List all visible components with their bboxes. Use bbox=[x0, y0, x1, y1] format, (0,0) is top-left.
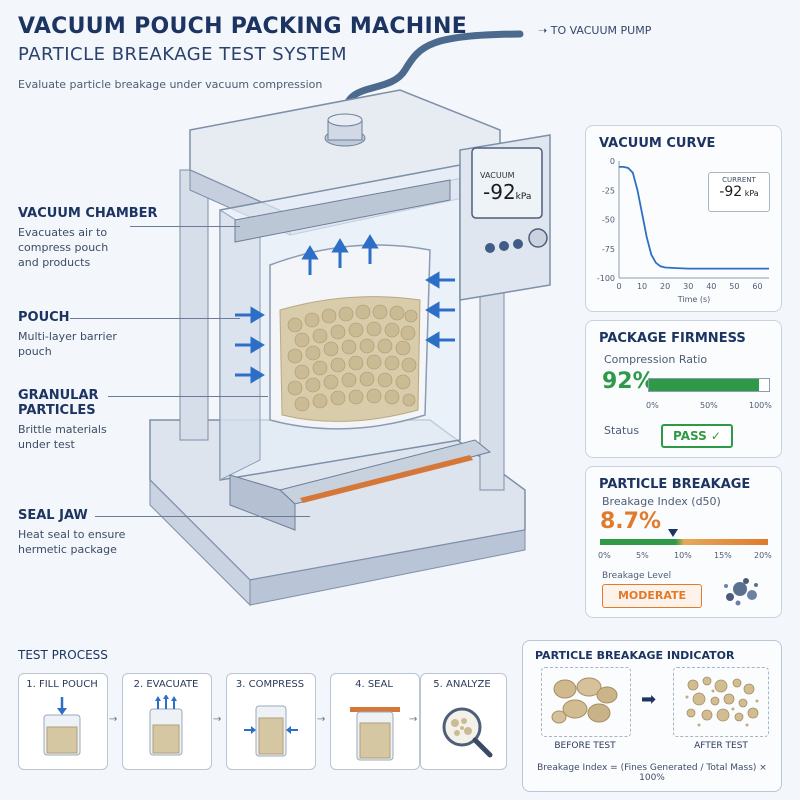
arrow-right-icon: → bbox=[213, 714, 222, 725]
status-badge: PASS ✓ bbox=[661, 424, 733, 448]
firmness-bar-fill bbox=[649, 379, 760, 391]
breakage-value: 8.7% bbox=[600, 509, 662, 534]
page-title: VACUUM POUCH PACKING MACHINE bbox=[18, 14, 468, 39]
after-test-box bbox=[673, 667, 769, 737]
current-vacuum-box: CURRENT -92 kPa bbox=[708, 172, 770, 212]
y-tick-label: -100 bbox=[597, 274, 615, 283]
callout-granular-particles: GRANULAR PARTICLES Brittle materials und… bbox=[18, 388, 107, 451]
y-tick-label: -75 bbox=[602, 245, 615, 254]
callout-line bbox=[108, 396, 268, 397]
callout-seal-jaw: SEAL JAW Heat seal to ensure hermetic pa… bbox=[18, 508, 126, 556]
x-tick-label: 30 bbox=[683, 282, 693, 291]
compress-icon bbox=[244, 705, 298, 757]
machine-illustration bbox=[149, 30, 551, 607]
callout-line bbox=[95, 516, 310, 517]
y-tick-label: -25 bbox=[602, 186, 615, 195]
arrow-right-icon: ➝ bbox=[538, 24, 551, 37]
firmness-bar bbox=[648, 378, 770, 392]
breakage-level-badge: MODERATE bbox=[602, 584, 702, 608]
right-pillar bbox=[479, 289, 505, 491]
display-value: -92kPa bbox=[483, 180, 532, 204]
x-tick-label: 10 bbox=[637, 282, 647, 291]
breakage-indicator-panel: PARTICLE BREAKAGE INDICATOR ➡ BEFORE TES… bbox=[522, 640, 782, 792]
vacuum-curve-line bbox=[619, 166, 769, 270]
before-particles-icon bbox=[551, 677, 618, 724]
firmness-value: 92% bbox=[602, 369, 655, 394]
breakage-formula: Breakage Index = (Fines Generated / Tota… bbox=[537, 763, 767, 783]
x-tick-label: 60 bbox=[752, 282, 762, 291]
page-description: Evaluate particle breakage under vacuum … bbox=[18, 78, 323, 91]
vacuum-pump-label: ➝ TO VACUUM PUMP bbox=[538, 24, 652, 37]
vacuum-hose bbox=[341, 30, 524, 119]
callout-line bbox=[70, 318, 240, 319]
page-subtitle: PARTICLE BREAKAGE TEST SYSTEM bbox=[18, 44, 348, 65]
seal-icon bbox=[350, 707, 400, 761]
callout-line bbox=[130, 226, 240, 227]
fill-pouch-icon bbox=[43, 697, 81, 756]
breakage-marker-icon bbox=[668, 529, 679, 537]
x-tick-label: 50 bbox=[729, 282, 739, 291]
y-tick-label: 0 bbox=[610, 157, 615, 166]
package-firmness-panel: PACKAGE FIRMNESS Compression Ratio 92% 0… bbox=[585, 320, 782, 458]
callout-vacuum-chamber: VACUUM CHAMBER Evacuates air to compress… bbox=[18, 206, 158, 269]
arrow-right-icon: → bbox=[409, 714, 418, 725]
left-pillar bbox=[179, 169, 209, 441]
callout-pouch: POUCH Multi-layer barrier pouch bbox=[18, 310, 117, 358]
x-tick-label: 0 bbox=[616, 282, 621, 291]
display-label: VACUUM bbox=[480, 171, 515, 180]
x-axis-label: Time (s) bbox=[677, 295, 711, 304]
particle-breakage-panel: PARTICLE BREAKAGE Breakage Index (d50) 8… bbox=[585, 466, 782, 618]
magnifier-icon bbox=[442, 707, 493, 758]
x-tick-label: 20 bbox=[660, 282, 670, 291]
evacuate-icon bbox=[149, 695, 183, 756]
x-tick-label: 40 bbox=[706, 282, 716, 291]
arrow-right-icon: → bbox=[317, 714, 326, 725]
breakage-scale bbox=[600, 539, 768, 545]
arrow-right-icon: ➡ bbox=[641, 689, 657, 710]
after-particles-icon bbox=[685, 676, 759, 727]
compression-arrows bbox=[235, 234, 455, 384]
y-tick-label: -50 bbox=[602, 216, 615, 225]
before-test-box bbox=[541, 667, 631, 737]
fragments-icon bbox=[724, 578, 758, 606]
arrow-right-icon: → bbox=[109, 714, 118, 725]
